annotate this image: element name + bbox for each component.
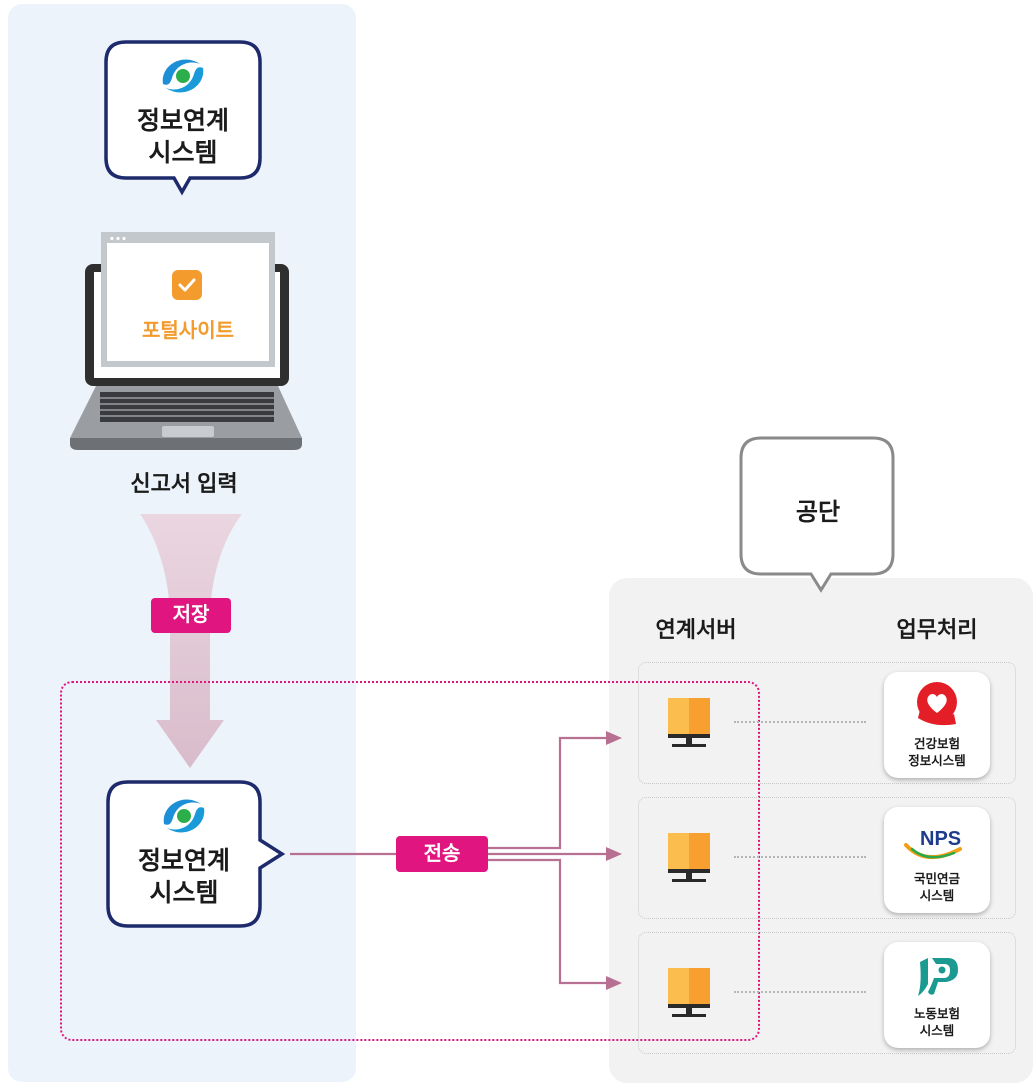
- bottom-bubble-line2: 시스템: [149, 879, 219, 907]
- pension-line1: 국민연금: [913, 872, 960, 886]
- health-line2: 정보시스템: [908, 754, 966, 768]
- system-row-labor: [638, 932, 1016, 1054]
- top-system-bubble: 정보연계 시스템: [104, 40, 262, 202]
- save-tag: 저장: [151, 598, 231, 633]
- labor-insurance-card: 노동보험 시스템: [884, 942, 990, 1048]
- health-insurance-logo-icon: [917, 682, 957, 726]
- health-line1: 건강보험: [913, 737, 960, 751]
- info-link-logo-icon: [163, 799, 205, 833]
- arrow-to-health: [484, 736, 610, 850]
- send-tag: 전송: [396, 836, 488, 872]
- transfer-boundary: [60, 681, 760, 1041]
- checkbox-icon: [172, 270, 202, 300]
- save-flow-arrow: [140, 514, 242, 768]
- server-icon: [668, 968, 710, 1017]
- labor-insurance-logo-icon: [918, 958, 958, 996]
- system-row-pension: [638, 797, 1016, 919]
- top-bubble-line1: 정보연계: [136, 107, 229, 135]
- connector-dots: [734, 856, 866, 858]
- system-row-health: [638, 662, 1016, 784]
- connector-dots: [734, 991, 866, 993]
- server-header: 연계서버: [655, 617, 737, 642]
- checkmark-icon: [178, 278, 196, 292]
- process-header: 업무처리: [896, 617, 978, 642]
- laptop-illustration: 포털사이트: [68, 232, 304, 454]
- report-input-caption: 신고서 입력: [130, 471, 238, 496]
- bottom-system-bubble: 정보연계 시스템: [106, 780, 286, 930]
- server-icon: [668, 833, 710, 882]
- labor-line2: 시스템: [919, 1024, 955, 1038]
- labor-line1: 노동보험: [913, 1007, 960, 1021]
- agency-bubble: 공단: [739, 436, 897, 596]
- agency-label: 공단: [795, 499, 841, 526]
- bubble-shape: [739, 436, 895, 593]
- bottom-bubble-line1: 정보연계: [137, 847, 230, 875]
- health-insurance-card: 건강보험 정보시스템: [884, 672, 990, 778]
- arrow-to-labor: [484, 858, 610, 985]
- server-icon: [668, 698, 710, 747]
- info-link-logo-icon: [162, 59, 204, 93]
- bubble-shape: [106, 780, 286, 928]
- bubble-shape: [104, 40, 262, 196]
- nps-logo-icon: NPS: [904, 828, 962, 859]
- pension-card: NPS 국민연금 시스템: [884, 807, 990, 913]
- top-bubble-line2: 시스템: [148, 139, 218, 167]
- portal-site-label: 포털사이트: [142, 320, 234, 342]
- nps-logo-text: NPS: [920, 828, 961, 850]
- pension-line2: 시스템: [919, 889, 955, 903]
- connector-dots: [734, 721, 866, 723]
